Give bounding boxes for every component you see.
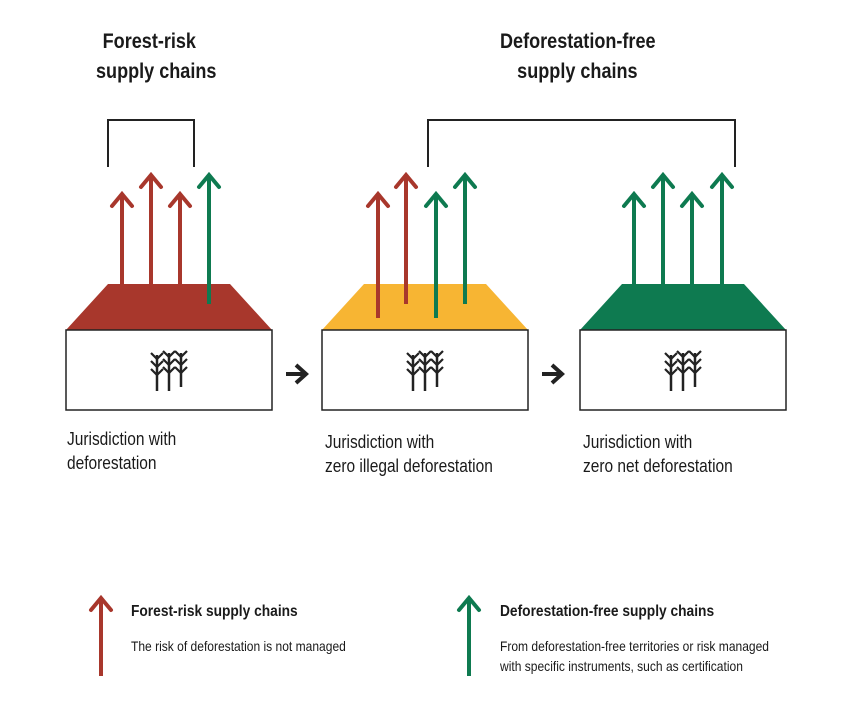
bracket-deforestation-free (427, 119, 736, 167)
caption-3-line2: zero net deforestation (583, 456, 733, 476)
header-forest-risk: Forest-risk supply chains (96, 27, 217, 87)
jurisdiction-3 (579, 171, 787, 411)
right-arrow-icon (286, 363, 309, 385)
legend-forest-risk-arrow (89, 594, 113, 676)
forest-risk-arrow (366, 190, 390, 318)
legend-deforestation-free-arrow (457, 594, 481, 676)
deforestation-free-arrow (424, 190, 448, 318)
forest-risk-arrow (394, 171, 418, 304)
caption-1-line2: deforestation (67, 453, 157, 473)
legend-forest-risk-title: Forest-risk supply chains (131, 603, 298, 620)
header-forest-risk-line1: Forest-risk (102, 30, 196, 53)
right-arrow-icon (542, 363, 565, 385)
crop-plants-icon (150, 350, 188, 391)
header-deforestation-free-line1: Deforestation-free (500, 30, 656, 53)
jurisdiction-roof (322, 284, 528, 330)
forest-risk-arrow (139, 171, 163, 304)
legend-forest-risk-desc-line1: The risk of deforestation is not managed (131, 638, 346, 654)
caption-2-line1: Jurisdiction with (325, 432, 435, 452)
jurisdiction-roof (580, 284, 786, 330)
crop-plants-icon (664, 350, 702, 391)
jurisdiction-roof (66, 284, 272, 330)
legend-deforestation-free-title: Deforestation-free supply chains (500, 603, 715, 620)
deforestation-free-arrow (453, 171, 477, 304)
header-forest-risk-line2: supply chains (96, 60, 217, 83)
legend-deforestation-free-desc: From deforestation-free territories or r… (500, 636, 769, 676)
forest-risk-arrow (110, 190, 134, 318)
caption-3-line1: Jurisdiction with (583, 432, 693, 452)
deforestation-free-arrow (197, 171, 221, 304)
caption-1-line1: Jurisdiction with (67, 429, 177, 449)
caption-jurisdiction-3: Jurisdiction with zero net deforestation (583, 430, 733, 478)
deforestation-free-arrow (651, 171, 675, 304)
forest-risk-arrow (168, 190, 192, 318)
header-deforestation-free: Deforestation-free supply chains (500, 27, 656, 87)
caption-jurisdiction-2: Jurisdiction with zero illegal deforesta… (325, 430, 493, 478)
legend-deforestation-free-desc-line1: From deforestation-free territories or r… (500, 638, 770, 654)
legend-deforestation-free-desc-line2: with specific instruments, such as certi… (500, 658, 743, 674)
bracket-forest-risk (107, 119, 195, 167)
caption-jurisdiction-1: Jurisdiction with deforestation (67, 427, 176, 475)
legend-forest-risk-desc: The risk of deforestation is not managed (131, 636, 346, 656)
header-deforestation-free-line2: supply chains (517, 60, 638, 83)
crop-plants-icon (406, 350, 444, 391)
jurisdiction-1 (65, 171, 273, 411)
jurisdiction-2 (321, 171, 529, 411)
deforestation-free-arrow (680, 190, 704, 318)
deforestation-free-arrow (710, 171, 734, 304)
caption-2-line2: zero illegal deforestation (325, 456, 493, 476)
deforestation-free-arrow (622, 190, 646, 318)
